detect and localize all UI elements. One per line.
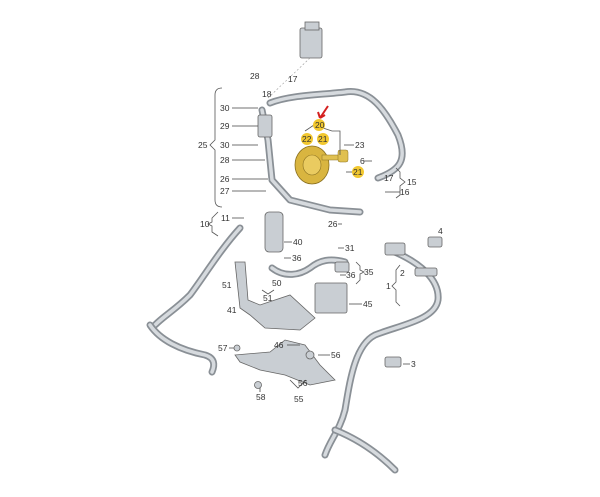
part-label: 57 [218, 343, 228, 353]
fitting-1 [384, 242, 406, 256]
part-label: 18 [262, 89, 272, 99]
bracket-51 [234, 261, 316, 331]
part-label: 50 [272, 278, 282, 288]
part-label: 29 [220, 121, 230, 131]
part-label: 17 [288, 74, 298, 84]
hose-left [146, 224, 244, 376]
highlight-20 [313, 119, 325, 131]
part-label: 10 [200, 219, 210, 229]
part-label: 51 [263, 293, 273, 303]
part-label: 55 [294, 394, 304, 404]
part-label: 58 [256, 392, 266, 402]
part-label: 27 [220, 186, 230, 196]
refrigerant-hose [266, 88, 406, 182]
part-label: 45 [363, 299, 373, 309]
highlighted-part [294, 145, 349, 185]
part-label: 56 [298, 378, 308, 388]
part-label: 22 [302, 134, 312, 144]
part-label: 30 [220, 103, 230, 113]
part-label: 4 [438, 226, 443, 236]
part-label: 1 [386, 281, 391, 291]
part-label: 25 [198, 140, 208, 150]
part-label: 11 [221, 213, 230, 223]
nut-57 [233, 344, 241, 352]
part-label: 56 [331, 350, 341, 360]
fitting-35 [334, 261, 350, 273]
fitting-3 [384, 356, 402, 368]
part-label: 16 [400, 187, 410, 197]
hose-middle [268, 256, 349, 278]
highlight-22 [301, 133, 313, 145]
part-label: 36 [292, 253, 302, 263]
expansion-valve [299, 21, 323, 59]
highlight-21 [317, 133, 329, 145]
part-labels: 28 17 18 30 29 25 30 28 26 27 20 22 21 2… [198, 71, 443, 404]
part-label: 23 [355, 140, 365, 150]
braces [207, 87, 406, 389]
part-label: 51 [222, 280, 232, 290]
part-label: 28 [220, 155, 230, 165]
part-label: 35 [364, 267, 374, 277]
part-label: 31 [345, 243, 355, 253]
part-label: 6 [360, 156, 365, 166]
part-label: 21 [353, 167, 363, 177]
leader-lines [229, 107, 410, 392]
part-label: 26 [328, 219, 338, 229]
part-label: 26 [220, 174, 230, 184]
highlight-21b [352, 166, 364, 178]
flange-2 [414, 267, 438, 277]
bracket-55 [234, 339, 336, 386]
valve-block [257, 114, 273, 138]
part-label: 30 [220, 140, 230, 150]
part-label: 36 [346, 270, 356, 280]
part-label: 2 [400, 268, 405, 278]
part-label: 28 [250, 71, 260, 81]
arrow-icon [317, 105, 329, 119]
part-label: 3 [411, 359, 416, 369]
part-label: 46 [274, 340, 284, 350]
part-label: 40 [293, 237, 303, 247]
part-label: 21 [318, 134, 328, 144]
part-label: 41 [227, 305, 237, 315]
fitting-4 [427, 236, 443, 248]
part-label: 15 [407, 177, 417, 187]
bolt [305, 350, 315, 360]
oil-cooler [314, 282, 348, 314]
dryer [264, 211, 284, 253]
nut-58 [254, 381, 262, 389]
part-label: 20 [315, 120, 325, 130]
part-label: 17 [384, 173, 394, 183]
hose-right [321, 246, 442, 474]
